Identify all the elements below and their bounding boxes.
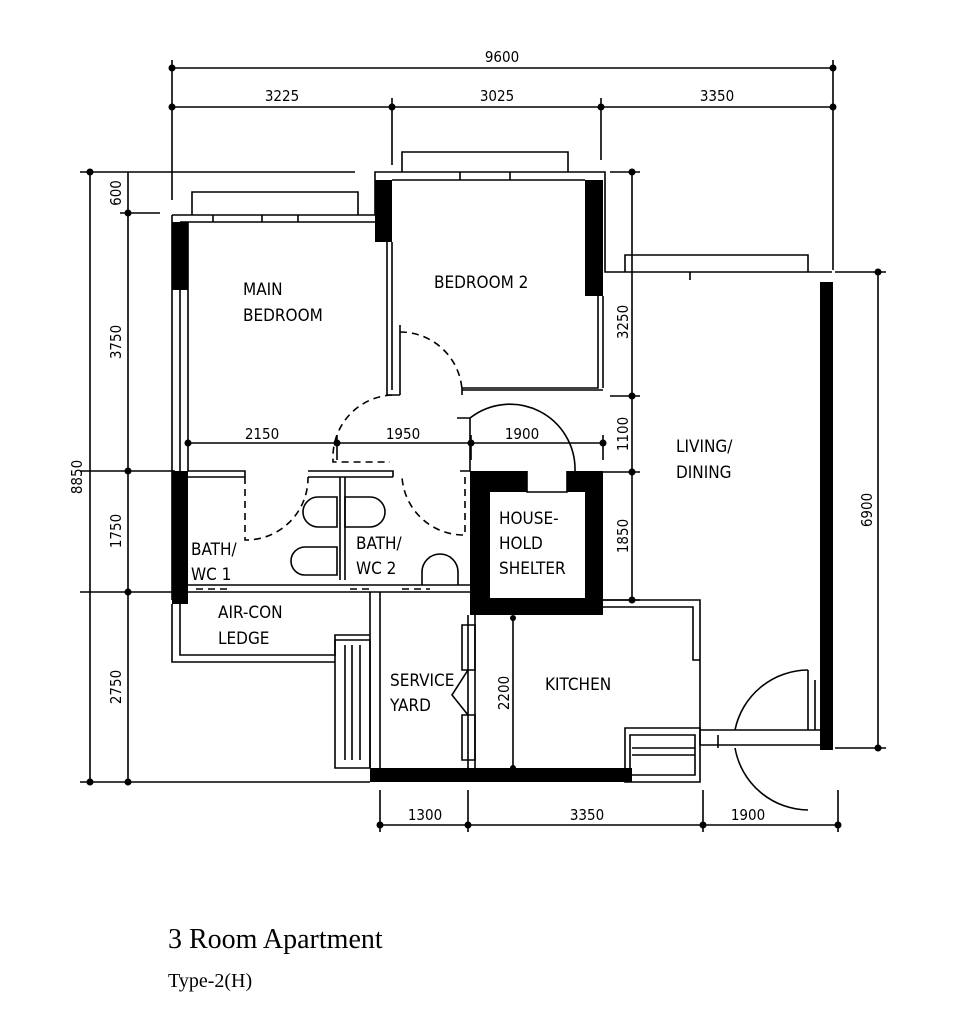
plan-title: 3 Room Apartment	[168, 924, 383, 955]
room-label: LIVING/	[676, 437, 733, 457]
room-service-yard: SERVICE YARD	[389, 671, 454, 716]
plan-type: Type-2(H)	[168, 970, 253, 992]
dim-right-outer: 6900	[858, 493, 876, 527]
dim-left-3: 1750	[107, 514, 125, 548]
dim-bottom-3: 1900	[731, 806, 765, 824]
dim-top-1: 3225	[265, 87, 299, 105]
dim-left-2: 3750	[107, 325, 125, 359]
dim-bottom-1: 1300	[408, 806, 442, 824]
room-label: WC 1	[191, 565, 231, 585]
room-aircon-ledge: AIR-CON LEDGE	[218, 603, 283, 649]
room-bedroom-2: BEDROOM 2	[434, 273, 528, 293]
room-main-bedroom: MAIN BEDROOM	[243, 280, 323, 326]
room-bath-wc-2: BATH/ WC 2	[356, 534, 402, 579]
room-label: AIR-CON	[218, 603, 283, 623]
dim-interior-2: 1950	[386, 425, 420, 443]
room-label: YARD	[389, 696, 431, 716]
dim-bottom-2: 3350	[570, 806, 604, 824]
walls	[171, 151, 833, 811]
dim-interior-1: 2150	[245, 425, 279, 443]
room-label: WC 2	[356, 559, 396, 579]
room-label: SHELTER	[499, 559, 566, 579]
dim-overall-width: 9600	[485, 48, 519, 66]
room-label: MAIN	[243, 280, 283, 300]
room-label: HOUSE-	[499, 509, 559, 529]
dim-kitchen-depth: 2200	[495, 676, 513, 710]
dim-right-1: 3250	[614, 305, 632, 339]
door-swings	[244, 331, 466, 541]
room-label: BATH/	[356, 534, 402, 554]
room-label: BATH/	[191, 540, 237, 560]
room-label: BEDROOM	[243, 306, 323, 326]
dim-overall-depth: 8850	[68, 460, 86, 494]
room-household-shelter: HOUSE- HOLD SHELTER	[499, 509, 566, 579]
dim-right-2: 1100	[614, 417, 632, 451]
room-label: SERVICE	[390, 671, 454, 691]
dim-interior-3: 1900	[505, 425, 539, 443]
room-label: LEDGE	[218, 629, 269, 649]
dim-top-2: 3025	[480, 87, 514, 105]
room-living-dining: LIVING/ DINING	[676, 437, 733, 483]
room-kitchen: KITCHEN	[545, 675, 611, 695]
room-bath-wc-1: BATH/ WC 1	[191, 540, 237, 585]
dim-left-1: 600	[107, 180, 125, 206]
dim-top-3: 3350	[700, 87, 734, 105]
dimension-lines	[80, 60, 886, 832]
toilet-fixtures	[290, 496, 459, 585]
room-label: DINING	[676, 463, 732, 483]
room-label: HOLD	[499, 534, 543, 554]
dim-right-3: 1850	[614, 519, 632, 553]
dim-left-4: 2750	[107, 670, 125, 704]
